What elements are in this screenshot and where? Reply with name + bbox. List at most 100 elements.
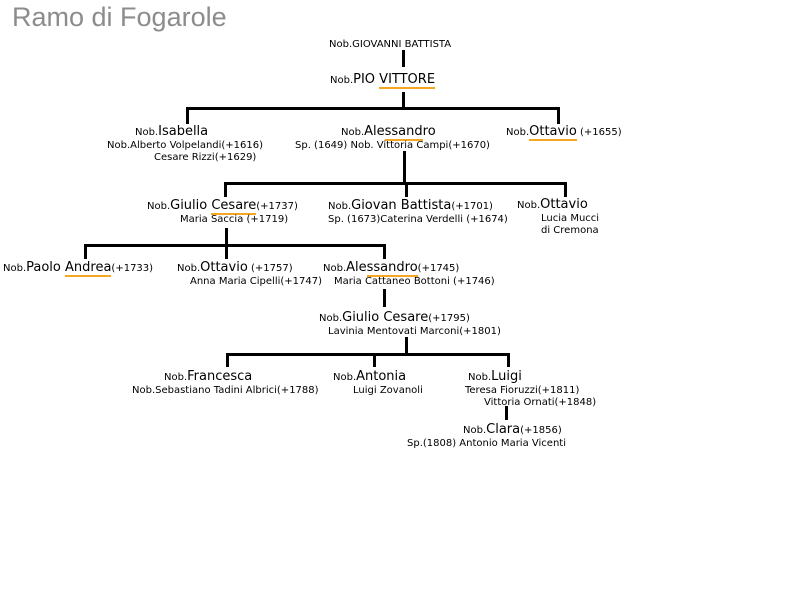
person-name: GIOVANNI BATTISTA xyxy=(352,39,452,50)
noble-prefix: Nob. xyxy=(329,39,353,50)
person-node-giovanni-battista: Nob.GIOVANNI BATTISTA xyxy=(329,36,451,52)
person-name: Antonia xyxy=(356,369,407,384)
noble-prefix: Nob. xyxy=(323,263,347,274)
person-dates: (+1795) xyxy=(428,313,470,324)
person-name: Ale xyxy=(346,260,367,275)
person-name: Giovan Battista xyxy=(351,198,452,213)
person-dates: (+1733) xyxy=(111,263,154,274)
page-title: Ramo di Fogarole xyxy=(12,2,227,32)
spouse-line: Lucia Mucci xyxy=(541,213,600,224)
noble-prefix: Nob. xyxy=(319,313,343,324)
connector-line xyxy=(402,50,405,67)
noble-prefix: Nob. xyxy=(177,263,201,274)
connector-line xyxy=(225,244,228,259)
person-name: Ottavio xyxy=(529,124,577,141)
connector-line xyxy=(186,107,189,124)
connector-line xyxy=(507,353,510,367)
connector-line xyxy=(383,289,386,307)
person-node-ottavio: Nob.Ottavio (+1757) Anna Maria Cipelli(+… xyxy=(177,260,322,288)
connector-line xyxy=(225,228,228,245)
spouse-line: Vittoria Ornati(+1848) xyxy=(484,397,597,408)
connector-line xyxy=(84,244,386,247)
person-node-alessandro: Nob.Alessandro(+1745) Maria Cattaneo Bot… xyxy=(323,260,495,288)
spouse-line: di Cremona xyxy=(541,225,599,236)
spouse-line: Sp. (1673)Caterina Verdelli (+1674) xyxy=(328,214,508,225)
person-name: Paolo xyxy=(26,260,65,275)
connector-line xyxy=(403,151,406,183)
person-node-giulio-cesare: Nob.Giulio Cesare(+1737) Maria Saccia (+… xyxy=(147,198,298,226)
person-dates: (+1655) xyxy=(576,127,622,138)
spouse-line: Maria Cattaneo Bottoni (+1746) xyxy=(334,276,495,287)
person-node-luigi: Nob.Luigi Teresa Fioruzzi(+1811) Vittori… xyxy=(465,369,596,409)
person-name: Ale xyxy=(364,124,385,139)
person-node-ottavio: Nob.Ottavio Lucia Mucci di Cremona xyxy=(517,197,599,237)
connector-line xyxy=(402,92,405,108)
connector-line xyxy=(405,182,408,197)
noble-prefix: Nob. xyxy=(135,127,159,138)
person-name: Giulio Cesare xyxy=(342,310,429,325)
person-dates: (+1737) xyxy=(256,201,298,212)
spouse-line: Luigi Zovanoli xyxy=(353,385,423,396)
person-dates: (+1856) xyxy=(520,425,562,436)
person-name: Francesca xyxy=(187,369,253,384)
noble-prefix: Nob. xyxy=(330,75,354,86)
person-node-pio-vittore: Nob.PIO VITTORE xyxy=(330,72,436,89)
person-dates: (+1701) xyxy=(451,201,493,212)
person-name: Clara xyxy=(486,422,521,437)
person-name: Luigi xyxy=(491,369,522,384)
person-node-clara: Nob.Clara(+1856) Sp.(1808) Antonio Maria… xyxy=(407,422,566,450)
person-name: Ottavio xyxy=(200,260,248,275)
person-name: Ottavio xyxy=(540,197,588,212)
connector-line xyxy=(405,337,408,354)
connector-line xyxy=(226,353,510,356)
spouse-line: Cesare Rizzi(+1629) xyxy=(154,152,257,163)
noble-prefix: Nob. xyxy=(517,200,541,211)
person-name: VITTORE xyxy=(379,72,436,89)
person-node-ottavio: Nob.Ottavio (+1655) xyxy=(506,124,622,141)
person-node-antonia: Nob.Antonia Luigi Zovanoli xyxy=(333,369,423,397)
spouse-line: Nob.Sebastiano Tadini Albrici(+1788) xyxy=(132,385,319,396)
spouse-line: Nob.Alberto Volpelandi(+1616) xyxy=(107,140,264,151)
connector-line xyxy=(226,353,229,367)
person-node-paolo-andrea: Nob.Paolo Andrea(+1733) xyxy=(3,260,154,277)
person-name: Cesare xyxy=(211,198,257,215)
spouse-line: Sp. (1649) Nob. Vittoria Campi(+1670) xyxy=(295,140,490,151)
person-name: ssand xyxy=(384,124,423,141)
noble-prefix: Nob. xyxy=(3,263,27,274)
spouse-line: Teresa Fioruzzi(+1811) xyxy=(465,385,580,396)
person-node-alessandro: Nob.Alessandro Sp. (1649) Nob. Vittoria … xyxy=(295,124,490,152)
noble-prefix: Nob. xyxy=(506,127,530,138)
noble-prefix: Nob. xyxy=(147,201,171,212)
connector-line xyxy=(224,182,227,197)
person-name: Giulio xyxy=(170,198,212,213)
connector-line xyxy=(373,353,376,367)
spouse-line: Sp.(1808) Antonio Maria Vicenti xyxy=(407,438,566,449)
person-name: PIO xyxy=(353,72,380,87)
noble-prefix: Nob. xyxy=(164,372,188,383)
person-dates: (+1757) xyxy=(247,263,293,274)
spouse-line: Maria Saccia (+1719) xyxy=(180,214,289,225)
person-node-isabella: Nob.Isabella Nob.Alberto Volpelandi(+161… xyxy=(107,124,263,164)
connector-line xyxy=(186,107,560,110)
noble-prefix: Nob. xyxy=(463,425,487,436)
person-node-francesca: Nob.Francesca Nob.Sebastiano Tadini Albr… xyxy=(132,369,319,397)
noble-prefix: Nob. xyxy=(341,127,365,138)
connector-line xyxy=(84,244,87,259)
person-name: Andrea xyxy=(65,260,112,277)
spouse-line: Anna Maria Cipelli(+1747) xyxy=(190,276,323,287)
connector-line xyxy=(564,182,567,197)
person-name: ro xyxy=(422,124,436,139)
connector-line xyxy=(383,244,386,259)
spouse-line: Lavinia Mentovati Marconi(+1801) xyxy=(328,326,501,337)
person-name: ssandro xyxy=(366,260,418,277)
person-dates: (+1745) xyxy=(417,263,460,274)
person-node-giovan-battista: Nob.Giovan Battista(+1701) Sp. (1673)Cat… xyxy=(328,198,508,226)
connector-line xyxy=(557,107,560,124)
person-node-giulio-cesare: Nob.Giulio Cesare(+1795) Lavinia Mentova… xyxy=(319,310,501,338)
person-name: Isabella xyxy=(158,124,209,139)
noble-prefix: Nob. xyxy=(468,372,492,383)
noble-prefix: Nob. xyxy=(328,201,352,212)
noble-prefix: Nob. xyxy=(333,372,357,383)
connector-line xyxy=(505,406,508,420)
connector-line xyxy=(224,182,567,185)
